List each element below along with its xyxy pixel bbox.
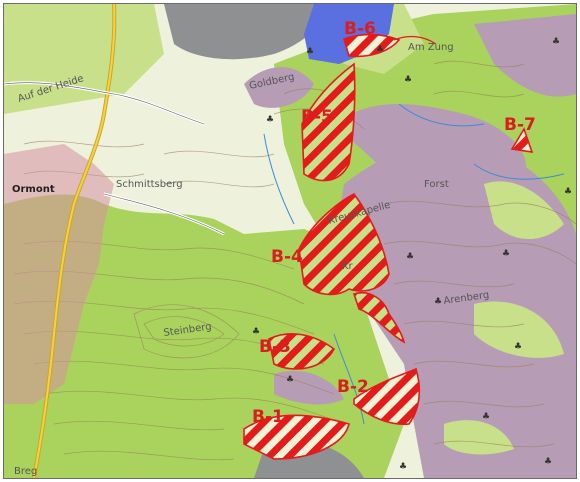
forest-patch-east-2 [474,301,564,358]
tree-icon: ♣ [514,342,522,352]
zone-area-B-4 [298,192,390,296]
topographic-map[interactable]: ♣ ♣ ♣ ♣ ♣ ♣ ♣ ♣ ♣ ♣ ♣ ♣ ♣ ♣ ♣ Ormont Sch… [4,4,576,478]
zone-area-B-5 [301,62,356,182]
zone-area-B-1 [243,414,350,460]
zone-label-B-1[interactable]: B-1 [252,407,284,427]
contour-lines [13,60,576,461]
conifer-forest-west [244,67,314,108]
streams [263,103,565,425]
zone-label-B-7[interactable]: B-7 [504,115,536,135]
place-label-schmittsberg: Schmittsberg [116,179,183,190]
tree-icon: ♣ [406,252,414,262]
zone-area-blue [304,4,394,64]
zone-label-B-4[interactable]: B-4 [271,247,303,267]
tree-icon: ♣ [399,462,407,472]
map-frame: ♣ ♣ ♣ ♣ ♣ ♣ ♣ ♣ ♣ ♣ ♣ ♣ ♣ ♣ ♣ Ormont Sch… [3,3,577,479]
tree-icon: ♣ [376,45,384,55]
place-label-zung: Am Zung [408,42,454,53]
tree-icon: ♣ [552,37,560,47]
zone-area-B-4-ext [352,292,406,344]
zone-area-B-6 [343,33,401,58]
zone-area-B-3 [268,333,336,370]
zone-label-B-3[interactable]: B-3 [259,337,291,357]
place-label-breg: Breg [14,466,37,477]
tree-icon: ♣ [252,327,260,337]
settlement-ormont [4,144,114,404]
tree-icon: ♣ [564,187,572,197]
zone-label-B-5[interactable]: B-5 [301,107,333,127]
roads [4,4,225,478]
forest-patch-east-1 [484,181,564,239]
forest-area-northwest [4,4,164,114]
tree-icon: ♣ [266,115,274,125]
zone-area-B-6-ext [393,35,437,45]
zone-area-B-2 [353,367,421,426]
zone-area-B-7 [510,127,534,153]
tree-symbols: ♣ ♣ ♣ ♣ ♣ ♣ ♣ ♣ ♣ ♣ ♣ ♣ ♣ ♣ ♣ [252,37,572,472]
lake-north [164,4,334,60]
town-label: Ormont [12,184,55,195]
tree-icon: ♣ [544,457,552,467]
zone-label-B-2[interactable]: B-2 [337,377,369,397]
tree-icon: ♣ [306,47,314,57]
tree-icon: ♣ [502,249,510,259]
tree-icon: ♣ [404,75,412,85]
forest-patch-east-3 [444,420,514,455]
place-label-forst: Forst [424,179,449,190]
place-label-kr: Kr [342,261,354,272]
conifer-forest-north [334,104,526,179]
tree-icon: ♣ [482,412,490,422]
tree-icon: ♣ [286,375,294,385]
conifer-forest-northeast [474,14,576,97]
zone-label-B-6[interactable]: B-6 [344,19,376,39]
tree-icon: ♣ [434,297,442,307]
